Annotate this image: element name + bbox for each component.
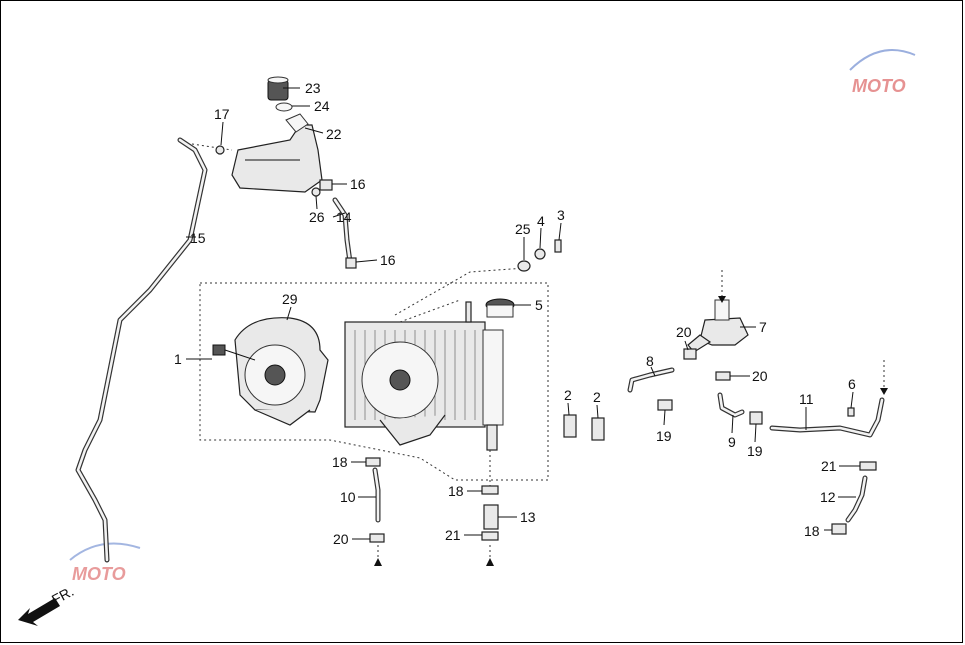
clamp-21b xyxy=(859,461,877,471)
hose-13 xyxy=(483,504,499,530)
label-4: 4 xyxy=(537,213,545,229)
label-10: 10 xyxy=(340,489,356,505)
bolt-26 xyxy=(311,187,321,197)
clamp-20b xyxy=(683,348,697,360)
clamp-20a xyxy=(369,533,385,543)
leader-lines xyxy=(186,87,860,540)
flow-arrow xyxy=(718,296,726,303)
overflow-pipe xyxy=(75,137,208,563)
label-20a: 20 xyxy=(676,324,692,340)
label-14: 14 xyxy=(336,209,352,225)
label-18a: 18 xyxy=(332,454,348,470)
label-18c: 18 xyxy=(804,523,820,539)
label-21a: 21 xyxy=(445,527,461,543)
flow-arrow xyxy=(374,558,382,566)
fan-shroud-left xyxy=(212,317,329,426)
label-11: 11 xyxy=(799,391,814,407)
label-3: 3 xyxy=(557,207,565,223)
part-labels: 23 24 22 17 16 14 26 16 15 25 4 3 5 29 1… xyxy=(174,80,856,547)
flow-arrow xyxy=(880,388,888,395)
label-23: 23 xyxy=(305,80,321,96)
label-13: 13 xyxy=(520,509,536,525)
clamp-16-top xyxy=(319,179,333,191)
clamp-20c xyxy=(715,371,731,381)
label-5: 5 xyxy=(535,297,543,313)
label-19b: 19 xyxy=(747,443,763,459)
clip-2a xyxy=(563,414,577,438)
grommet-25 xyxy=(517,260,531,272)
clip-2b xyxy=(591,417,605,441)
label-20b: 20 xyxy=(752,368,768,384)
label-6: 6 xyxy=(848,376,856,392)
clip-17 xyxy=(215,145,225,155)
front-direction-marker: FR. xyxy=(18,583,76,626)
assembly-outline xyxy=(199,282,549,481)
label-16-top: 16 xyxy=(350,176,366,192)
radiator-core xyxy=(344,321,504,451)
watermark-bottom: MOTO xyxy=(69,542,141,584)
clamp-18c xyxy=(831,523,847,535)
label-21b: 21 xyxy=(821,458,837,474)
clamp-18b xyxy=(481,485,499,495)
label-9: 9 xyxy=(728,434,736,450)
label-15: 15 xyxy=(190,230,206,246)
reservoir-cap xyxy=(267,76,289,101)
clamp-21a xyxy=(481,531,499,541)
label-7: 7 xyxy=(759,319,767,335)
watermark-text: MOTO xyxy=(852,76,906,96)
hose-12 xyxy=(845,475,868,523)
sensor-rod xyxy=(465,301,472,323)
label-17: 17 xyxy=(214,106,230,122)
label-1: 1 xyxy=(174,351,182,367)
thermostat-housing xyxy=(687,299,749,353)
label-12: 12 xyxy=(820,489,836,505)
label-19a: 19 xyxy=(656,428,672,444)
label-20c: 20 xyxy=(333,531,349,547)
seal-ring xyxy=(275,102,293,112)
label-26: 26 xyxy=(309,209,325,225)
clamp-18a xyxy=(365,457,381,467)
label-16-bottom: 16 xyxy=(380,252,396,268)
label-25: 25 xyxy=(515,221,531,237)
label-18b: 18 xyxy=(448,483,464,499)
flow-arrow xyxy=(486,558,494,566)
washer-4 xyxy=(534,248,546,260)
radiator-cap xyxy=(485,298,515,318)
label-8: 8 xyxy=(646,353,654,369)
label-2a: 2 xyxy=(564,387,572,403)
clamp-19a xyxy=(657,399,673,411)
label-24: 24 xyxy=(314,98,330,114)
clamp-19b xyxy=(749,411,763,425)
reservoir-tank xyxy=(231,113,323,193)
label-29: 29 xyxy=(282,291,298,307)
watermark-top: MOTO xyxy=(849,49,916,96)
label-22: 22 xyxy=(326,126,342,142)
bolt-3 xyxy=(554,239,562,253)
label-2b: 2 xyxy=(593,389,601,405)
clamp-16 xyxy=(345,257,357,269)
bolt-6 xyxy=(847,407,855,417)
watermark-text: MOTO xyxy=(72,564,126,584)
